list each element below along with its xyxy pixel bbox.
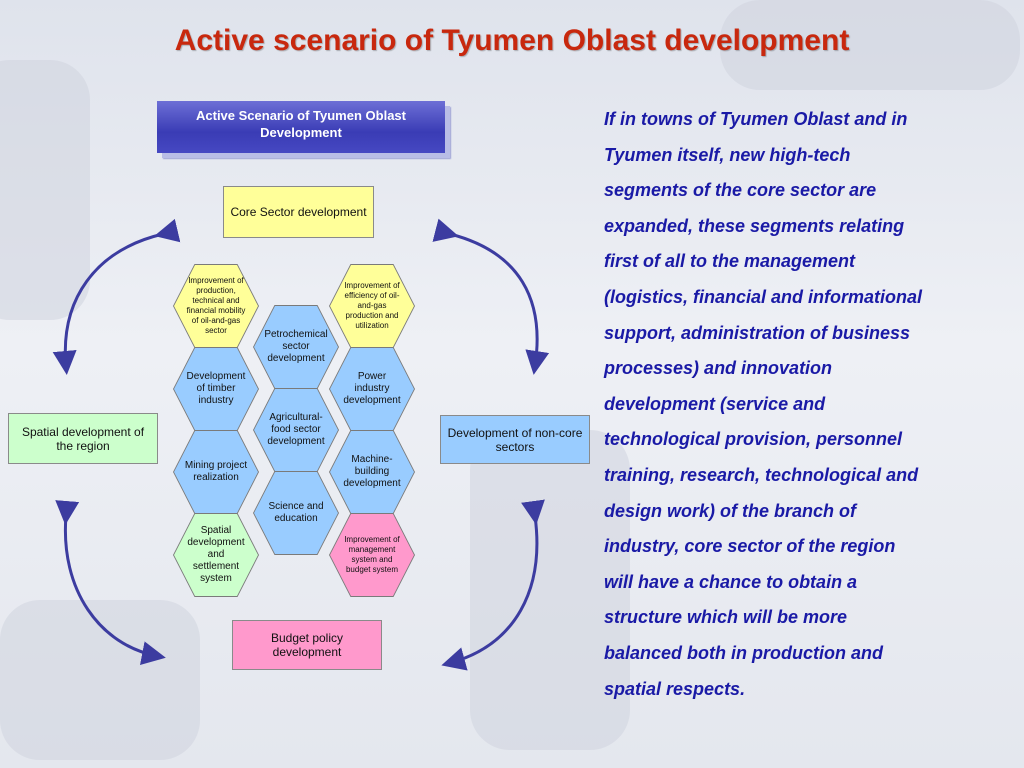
slide-title: Active scenario of Tyumen Oblast develop… bbox=[174, 24, 850, 57]
hex-machine-building: Machine-building development bbox=[329, 430, 415, 514]
hex-management-budget: Improvement of management system and bud… bbox=[329, 513, 415, 597]
arrow-top-left bbox=[52, 218, 181, 375]
diagram-banner: Active Scenario of Tyumen Oblast Develop… bbox=[157, 101, 445, 153]
spatial-development-box: Spatial development of the region bbox=[8, 413, 158, 464]
hex-label: Improvement of management system and bud… bbox=[330, 514, 414, 596]
hex-oil-gas-efficiency: Improvement of efficiency of oil-and-gas… bbox=[329, 264, 415, 348]
hex-power: Power industry development bbox=[329, 347, 415, 431]
core-sector-box: Core Sector development bbox=[223, 186, 374, 238]
body-paragraph: If in towns of Tyumen Oblast and in Tyum… bbox=[604, 109, 923, 699]
hex-agricultural: Agricultural-food sector development bbox=[253, 388, 339, 472]
arrow-top-right bbox=[432, 218, 550, 375]
arrow-bottom-right bbox=[441, 499, 545, 671]
arrow-bottom-left bbox=[55, 500, 166, 665]
hex-science: Science and education bbox=[253, 471, 339, 555]
budget-policy-box: Budget policy development bbox=[232, 620, 382, 670]
background-shape bbox=[720, 0, 1020, 90]
hex-label: Spatial development and settlement syste… bbox=[174, 514, 258, 596]
hex-petrochemical: Petrochemical sector development bbox=[253, 305, 339, 389]
non-core-sectors-box: Development of non-core sectors bbox=[440, 415, 590, 464]
